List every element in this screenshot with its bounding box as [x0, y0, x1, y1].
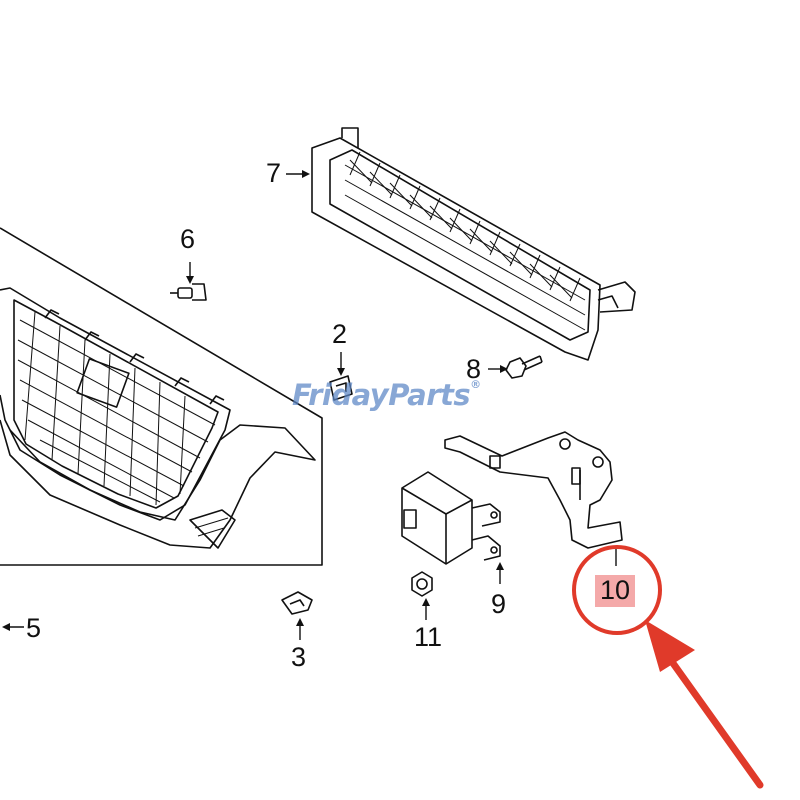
radar-sensor — [401, 471, 501, 565]
grille-frame — [0, 227, 323, 566]
radar-bracket — [444, 431, 623, 549]
callout-10-highlight — [595, 575, 635, 607]
callout-5: 5 — [26, 613, 42, 643]
callout-8: 8 — [466, 354, 482, 384]
callout-9: 9 — [491, 589, 507, 619]
part-8-bolt — [505, 355, 543, 379]
watermark-registered: ® — [470, 378, 481, 391]
air-duct-shutter — [311, 127, 636, 361]
watermark-part1: Friday — [292, 378, 389, 412]
callout-6: 6 — [180, 224, 196, 254]
part-6-clip — [170, 283, 207, 301]
watermark-part2: Parts — [388, 378, 471, 412]
callout-2: 2 — [332, 319, 348, 349]
part-3-clip — [281, 591, 313, 615]
part-11-nut — [411, 571, 433, 597]
callout-3: 3 — [291, 642, 307, 672]
callout-7: 7 — [266, 158, 282, 188]
callout-10: 10 — [600, 575, 631, 605]
grille-assembly — [0, 287, 316, 549]
part-2-clip — [329, 375, 353, 401]
watermark-logo: FridayParts® — [292, 378, 481, 412]
callout-11: 11 — [414, 622, 443, 652]
highlight-annotation — [572, 545, 764, 789]
